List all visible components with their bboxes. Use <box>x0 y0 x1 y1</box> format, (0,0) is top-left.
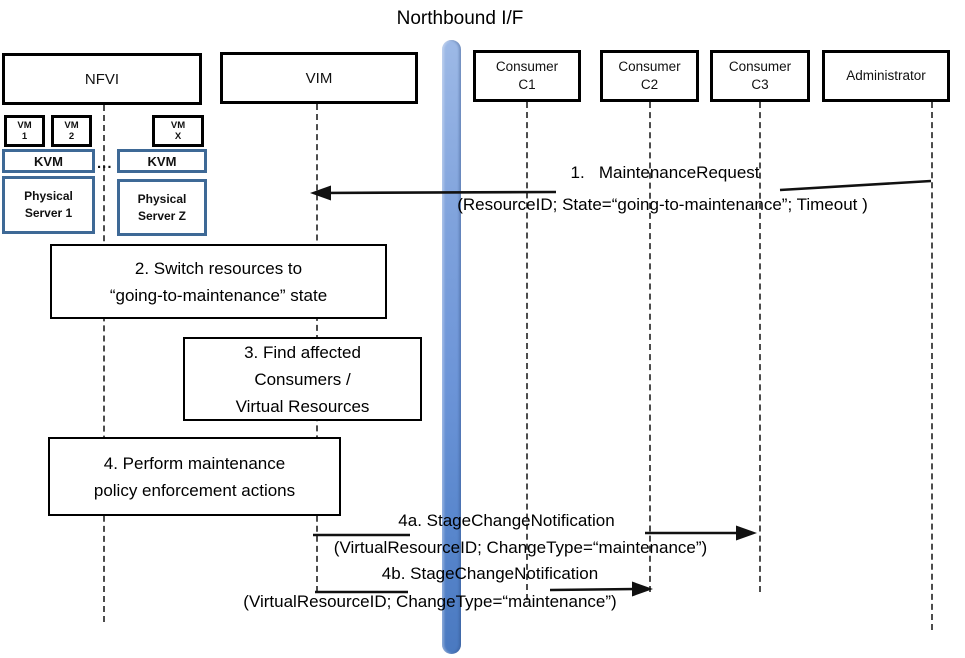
kvm-left-box: KVM <box>2 149 95 173</box>
kvm-right-label: KVM <box>147 153 177 169</box>
vmx-box: VM X <box>152 115 204 147</box>
ellipsis-text: ... <box>97 155 113 172</box>
message4b-params: (VirtualResourceID; ChangeType=“maintena… <box>243 592 617 611</box>
actor-label-consumer-c3-line1: Consumer <box>728 59 792 74</box>
lifeline-administrator <box>931 102 933 630</box>
physical-server-z-box: Physical Server Z <box>117 179 207 236</box>
lifeline-nfvi <box>103 105 105 622</box>
physical-server-1-box: Physical Server 1 <box>2 176 95 234</box>
vm2-box: VM 2 <box>51 115 92 147</box>
actor-label-consumer-c1-line1: Consumer <box>495 59 559 74</box>
vm1-label-line1: VM <box>17 120 32 131</box>
message4a-params: (VirtualResourceID; ChangeType=“maintena… <box>333 538 708 557</box>
vmx-label-line1: VM <box>170 120 186 131</box>
message1-arrow-line-left <box>315 190 557 195</box>
actor-label-vim: VIM <box>305 69 333 87</box>
kvm-right-box: KVM <box>117 149 207 173</box>
ellipsis-dots: ... <box>97 155 113 172</box>
actor-label-consumer-c2-line1: Consumer <box>618 59 681 74</box>
actor-box-nfvi: NFVI <box>2 53 202 105</box>
actor-box-administrator: Administrator <box>822 50 950 102</box>
step3-box: 3. Find affected Consumers / Virtual Res… <box>183 337 422 421</box>
page-title: Northbound I/F <box>396 8 524 29</box>
actor-box-consumer-c2: Consumer C2 <box>600 50 699 102</box>
actor-label-nfvi: NFVI <box>84 70 120 88</box>
physical-server-1-line1: Physical <box>24 189 73 203</box>
vm2-label-line2: 2 <box>68 131 75 142</box>
message4b-arrow-line-right <box>549 587 637 592</box>
step2-line2: “going-to-maintenance” state <box>109 285 328 305</box>
step3-line1: 3. Find affected <box>244 342 361 362</box>
step2-line1: 2. Switch resources to <box>134 258 303 278</box>
message1-arrowhead-left-icon <box>310 185 331 201</box>
actor-label-administrator: Administrator <box>846 68 926 83</box>
lifeline-consumer-c1 <box>526 102 528 600</box>
message1-params: (ResourceID; State=“going-to-maintenance… <box>457 195 868 214</box>
vmx-label-line2: X <box>174 131 182 142</box>
message1-title: 1. MaintenanceRequest <box>570 163 760 182</box>
actor-label-consumer-c1-line2: C1 <box>518 77 536 92</box>
vm1-label-line2: 1 <box>21 131 28 142</box>
actor-label-consumer-c2-line2: C2 <box>640 77 659 92</box>
actor-box-vim: VIM <box>220 52 418 104</box>
step3-line3: Virtual Resources <box>235 396 370 416</box>
step3-line2: Consumers / <box>254 369 351 389</box>
physical-server-z-line1: Physical <box>137 191 187 206</box>
lifeline-consumer-c2 <box>649 102 651 592</box>
vm1-box: VM 1 <box>4 115 45 147</box>
actor-box-consumer-c1: Consumer C1 <box>473 50 581 102</box>
physical-server-z-line2: Server Z <box>137 208 187 223</box>
northbound-interface-bar <box>442 40 461 654</box>
lifeline-consumer-c3 <box>759 102 761 592</box>
kvm-left-label: KVM <box>34 153 63 169</box>
step4-line1: 4. Perform maintenance <box>103 453 286 473</box>
message4a-title: 4a. StageChangeNotification <box>398 511 615 530</box>
step2-box: 2. Switch resources to “going-to-mainten… <box>50 244 387 319</box>
message4b-title: 4b. StageChangeNotification <box>381 564 599 583</box>
vm2-label-line1: VM <box>64 120 79 131</box>
physical-server-1-line2: Server 1 <box>24 206 73 220</box>
actor-label-consumer-c3-line2: C3 <box>751 77 769 92</box>
actor-box-consumer-c3: Consumer C3 <box>710 50 810 102</box>
step4-box: 4. Perform maintenance policy enforcemen… <box>48 437 341 516</box>
step4-line2: policy enforcement actions <box>93 480 296 500</box>
